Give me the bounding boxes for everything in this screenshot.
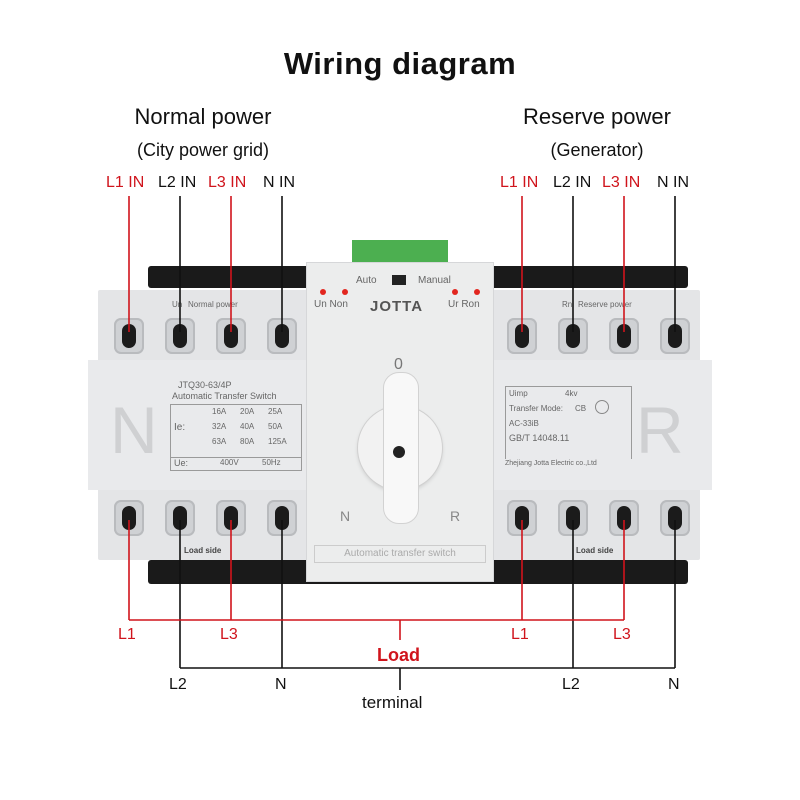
reserve-l1-in-label: L1 IN [500, 174, 539, 191]
out-left-l1-label: L1 [118, 626, 136, 643]
voltage-label: 400V [220, 458, 239, 467]
rating-125a: 125A [268, 437, 287, 446]
cert-panel: Uimp 4kv Transfer Mode: CB AC-33iB GB/T … [505, 386, 632, 471]
mode-manual-label: Manual [418, 275, 451, 286]
terminal-label: terminal [362, 693, 423, 712]
reserve-power-title: Reserve power [523, 104, 671, 129]
standard-label: GB/T 14048.11 [509, 433, 570, 443]
ratings-box [170, 404, 302, 458]
rn-label: Rn [562, 300, 573, 309]
load-side-left-label: Load side [184, 546, 222, 555]
rating-40a: 40A [240, 422, 255, 431]
rating-20a: 20A [240, 407, 255, 416]
reserve-l3-in-label: L3 IN [602, 174, 641, 191]
load-side-right-label: Load side [576, 546, 614, 555]
out-left-l2-label: L2 [169, 676, 187, 693]
normal-side-front [88, 360, 310, 490]
transfer-mode-value: CB [575, 404, 587, 413]
normal-power-title: Normal power [134, 104, 272, 129]
rating-32a: 32A [212, 422, 227, 431]
position-r-label: R [450, 508, 461, 524]
terminal-load-normal-l1 [114, 500, 144, 536]
led-normal-1 [320, 289, 326, 295]
led-reserve-1 [452, 289, 458, 295]
big-r-letter: R [636, 393, 684, 467]
rating-16a: 16A [212, 407, 227, 416]
un-label: Un [172, 300, 183, 309]
frequency-label: 50Hz [262, 458, 281, 467]
out-left-l3-label: L3 [220, 626, 238, 643]
position-n-label: N [340, 508, 351, 524]
led-reserve-2 [474, 289, 480, 295]
mode-auto-label: Auto [356, 275, 377, 286]
uimp-label: Uimp [509, 389, 528, 398]
out-right-l2-label: L2 [562, 676, 580, 693]
rating-25a: 25A [268, 407, 283, 416]
ie-label: Ie: [174, 422, 186, 433]
normal-power-subtitle: (City power grid) [136, 140, 270, 160]
position-zero-label: 0 [394, 356, 403, 373]
handle-indicator [393, 446, 405, 458]
reserve-l2-in-label: L2 IN [553, 174, 592, 191]
rating-80a: 80A [240, 437, 255, 446]
normal-n-in-label: N IN [263, 174, 295, 191]
big-n-letter: N [110, 393, 158, 467]
cert-box [505, 386, 632, 459]
model-label: JTQ30-63/4P [178, 380, 232, 390]
cert-mark-icon [595, 400, 609, 414]
terminal-normal-l3 [216, 318, 246, 354]
normal-power-device-label: Normal power [188, 300, 238, 309]
led-left-label: Un Non [314, 299, 348, 310]
normal-l2-in-label: L2 IN [158, 174, 197, 191]
out-right-n-label: N [668, 676, 680, 693]
terminal-reserve-l1 [507, 318, 537, 354]
led-right-label: Ur Ron [448, 299, 480, 310]
ue-label: Ue: [174, 458, 189, 468]
uimp-value: 4kv [565, 389, 578, 398]
reserve-n-in-label: N IN [657, 174, 689, 191]
rating-63a: 63A [212, 437, 227, 446]
terminal-reserve-n [660, 318, 690, 354]
normal-l1-in-label: L1 IN [106, 174, 145, 191]
normal-l3-in-label: L3 IN [208, 174, 247, 191]
rating-50a: 50A [268, 422, 283, 431]
ue-row [170, 456, 302, 471]
reserve-side-front [490, 360, 712, 490]
control-terminal-block [352, 240, 448, 262]
terminal-load-reserve-l2 [558, 500, 588, 536]
type-label: Automatic Transfer Switch [172, 391, 277, 401]
load-label: Load [377, 645, 420, 665]
led-normal-2 [342, 289, 348, 295]
out-right-l3-label: L3 [613, 626, 631, 643]
bottom-device-label: Automatic transfer switch [314, 545, 486, 563]
out-left-n-label: N [275, 676, 287, 693]
out-right-l1-label: L1 [511, 626, 529, 643]
brand-logo: JOTTA [370, 298, 424, 315]
mode-switch[interactable] [392, 275, 406, 285]
transfer-mode-label: Transfer Mode: [509, 404, 563, 413]
reserve-power-device-label: Reserve power [578, 300, 632, 309]
terminal-load-reserve-n [660, 500, 690, 536]
page-title: Wiring diagram [283, 46, 517, 81]
reserve-power-subtitle: (Generator) [550, 140, 644, 160]
manufacturer-label: Zhejiang Jotta Electric co.,Ltd [505, 460, 597, 467]
ac-class-label: AC-33iB [509, 419, 539, 428]
spec-panel: JTQ30-63/4P Automatic Transfer Switch Ie… [170, 380, 302, 475]
